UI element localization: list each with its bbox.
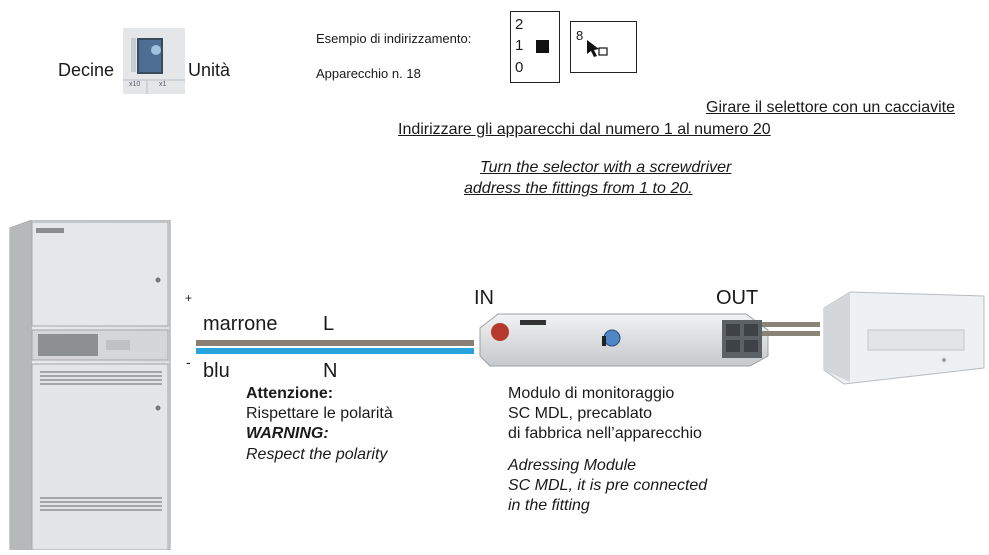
blue-wire bbox=[196, 348, 474, 354]
device-number-label: Apparecchio n. 18 bbox=[316, 66, 421, 81]
units-digit-8: 8 bbox=[576, 28, 584, 43]
input-label: IN bbox=[474, 287, 494, 309]
sc-mdl-module bbox=[476, 308, 776, 368]
instruction-en-line1: Turn the selector with a screwdriver bbox=[480, 159, 732, 176]
cursor-pointer-icon bbox=[587, 40, 608, 57]
module-desc-en-line1: Adressing Module bbox=[508, 457, 637, 474]
warning-title-it: Attenzione: bbox=[246, 385, 334, 402]
emergency-fitting bbox=[818, 290, 986, 386]
output-cable-top bbox=[762, 322, 820, 327]
units-digit-box: 8 bbox=[570, 21, 637, 73]
output-label: OUT bbox=[716, 287, 759, 309]
warning-title-en: WARNING: bbox=[246, 425, 329, 442]
rotary-switch-icon bbox=[123, 38, 185, 94]
module-desc-it-line2: SC MDL, precablato bbox=[508, 405, 653, 422]
rotary-selector-image: x10 x1 bbox=[123, 28, 185, 94]
module-desc-it-line3: di fabbrica nell’apparecchio bbox=[508, 425, 702, 442]
minus-sign: - bbox=[186, 354, 191, 370]
output-cable-bottom bbox=[762, 331, 820, 336]
instruction-it-line1: Girare il selettore con un cacciavite bbox=[706, 99, 955, 116]
tens-label: Decine bbox=[58, 60, 115, 80]
module-desc-en-line2: SC MDL, it is pre connected bbox=[508, 477, 708, 494]
neutral-label: N bbox=[323, 360, 338, 382]
module-desc-en-line3: in the fitting bbox=[508, 497, 590, 514]
instruction-it-line2: Indirizzare gli apparecchi dal numero 1 … bbox=[398, 121, 771, 138]
module-desc-it-line1: Modulo di monitoraggio bbox=[508, 385, 675, 402]
power-cabinet bbox=[6, 219, 174, 551]
live-label: L bbox=[323, 313, 335, 335]
plus-sign: + bbox=[185, 291, 193, 305]
units-label: Unità bbox=[188, 60, 231, 80]
tens-digit-box: 2 1 0 bbox=[510, 11, 560, 83]
addressing-example-label: Esempio di indirizzamento: bbox=[316, 31, 472, 46]
instruction-en-line2: address the fittings from 1 to 20. bbox=[464, 180, 693, 197]
warning-text-it: Rispettare le polarità bbox=[246, 405, 393, 422]
brown-wire-label: marrone bbox=[203, 313, 278, 335]
brown-wire bbox=[196, 340, 474, 346]
dial-units-label: x1 bbox=[159, 81, 167, 88]
dial-tens-label: x10 bbox=[129, 81, 141, 88]
selected-square-icon bbox=[536, 40, 549, 53]
warning-text-en: Respect the polarity bbox=[246, 446, 388, 463]
tens-digit-1: 1 bbox=[515, 37, 524, 54]
tens-digit-2: 2 bbox=[515, 16, 524, 33]
blue-wire-label: blu bbox=[203, 360, 230, 382]
tens-digit-0: 0 bbox=[515, 59, 524, 76]
